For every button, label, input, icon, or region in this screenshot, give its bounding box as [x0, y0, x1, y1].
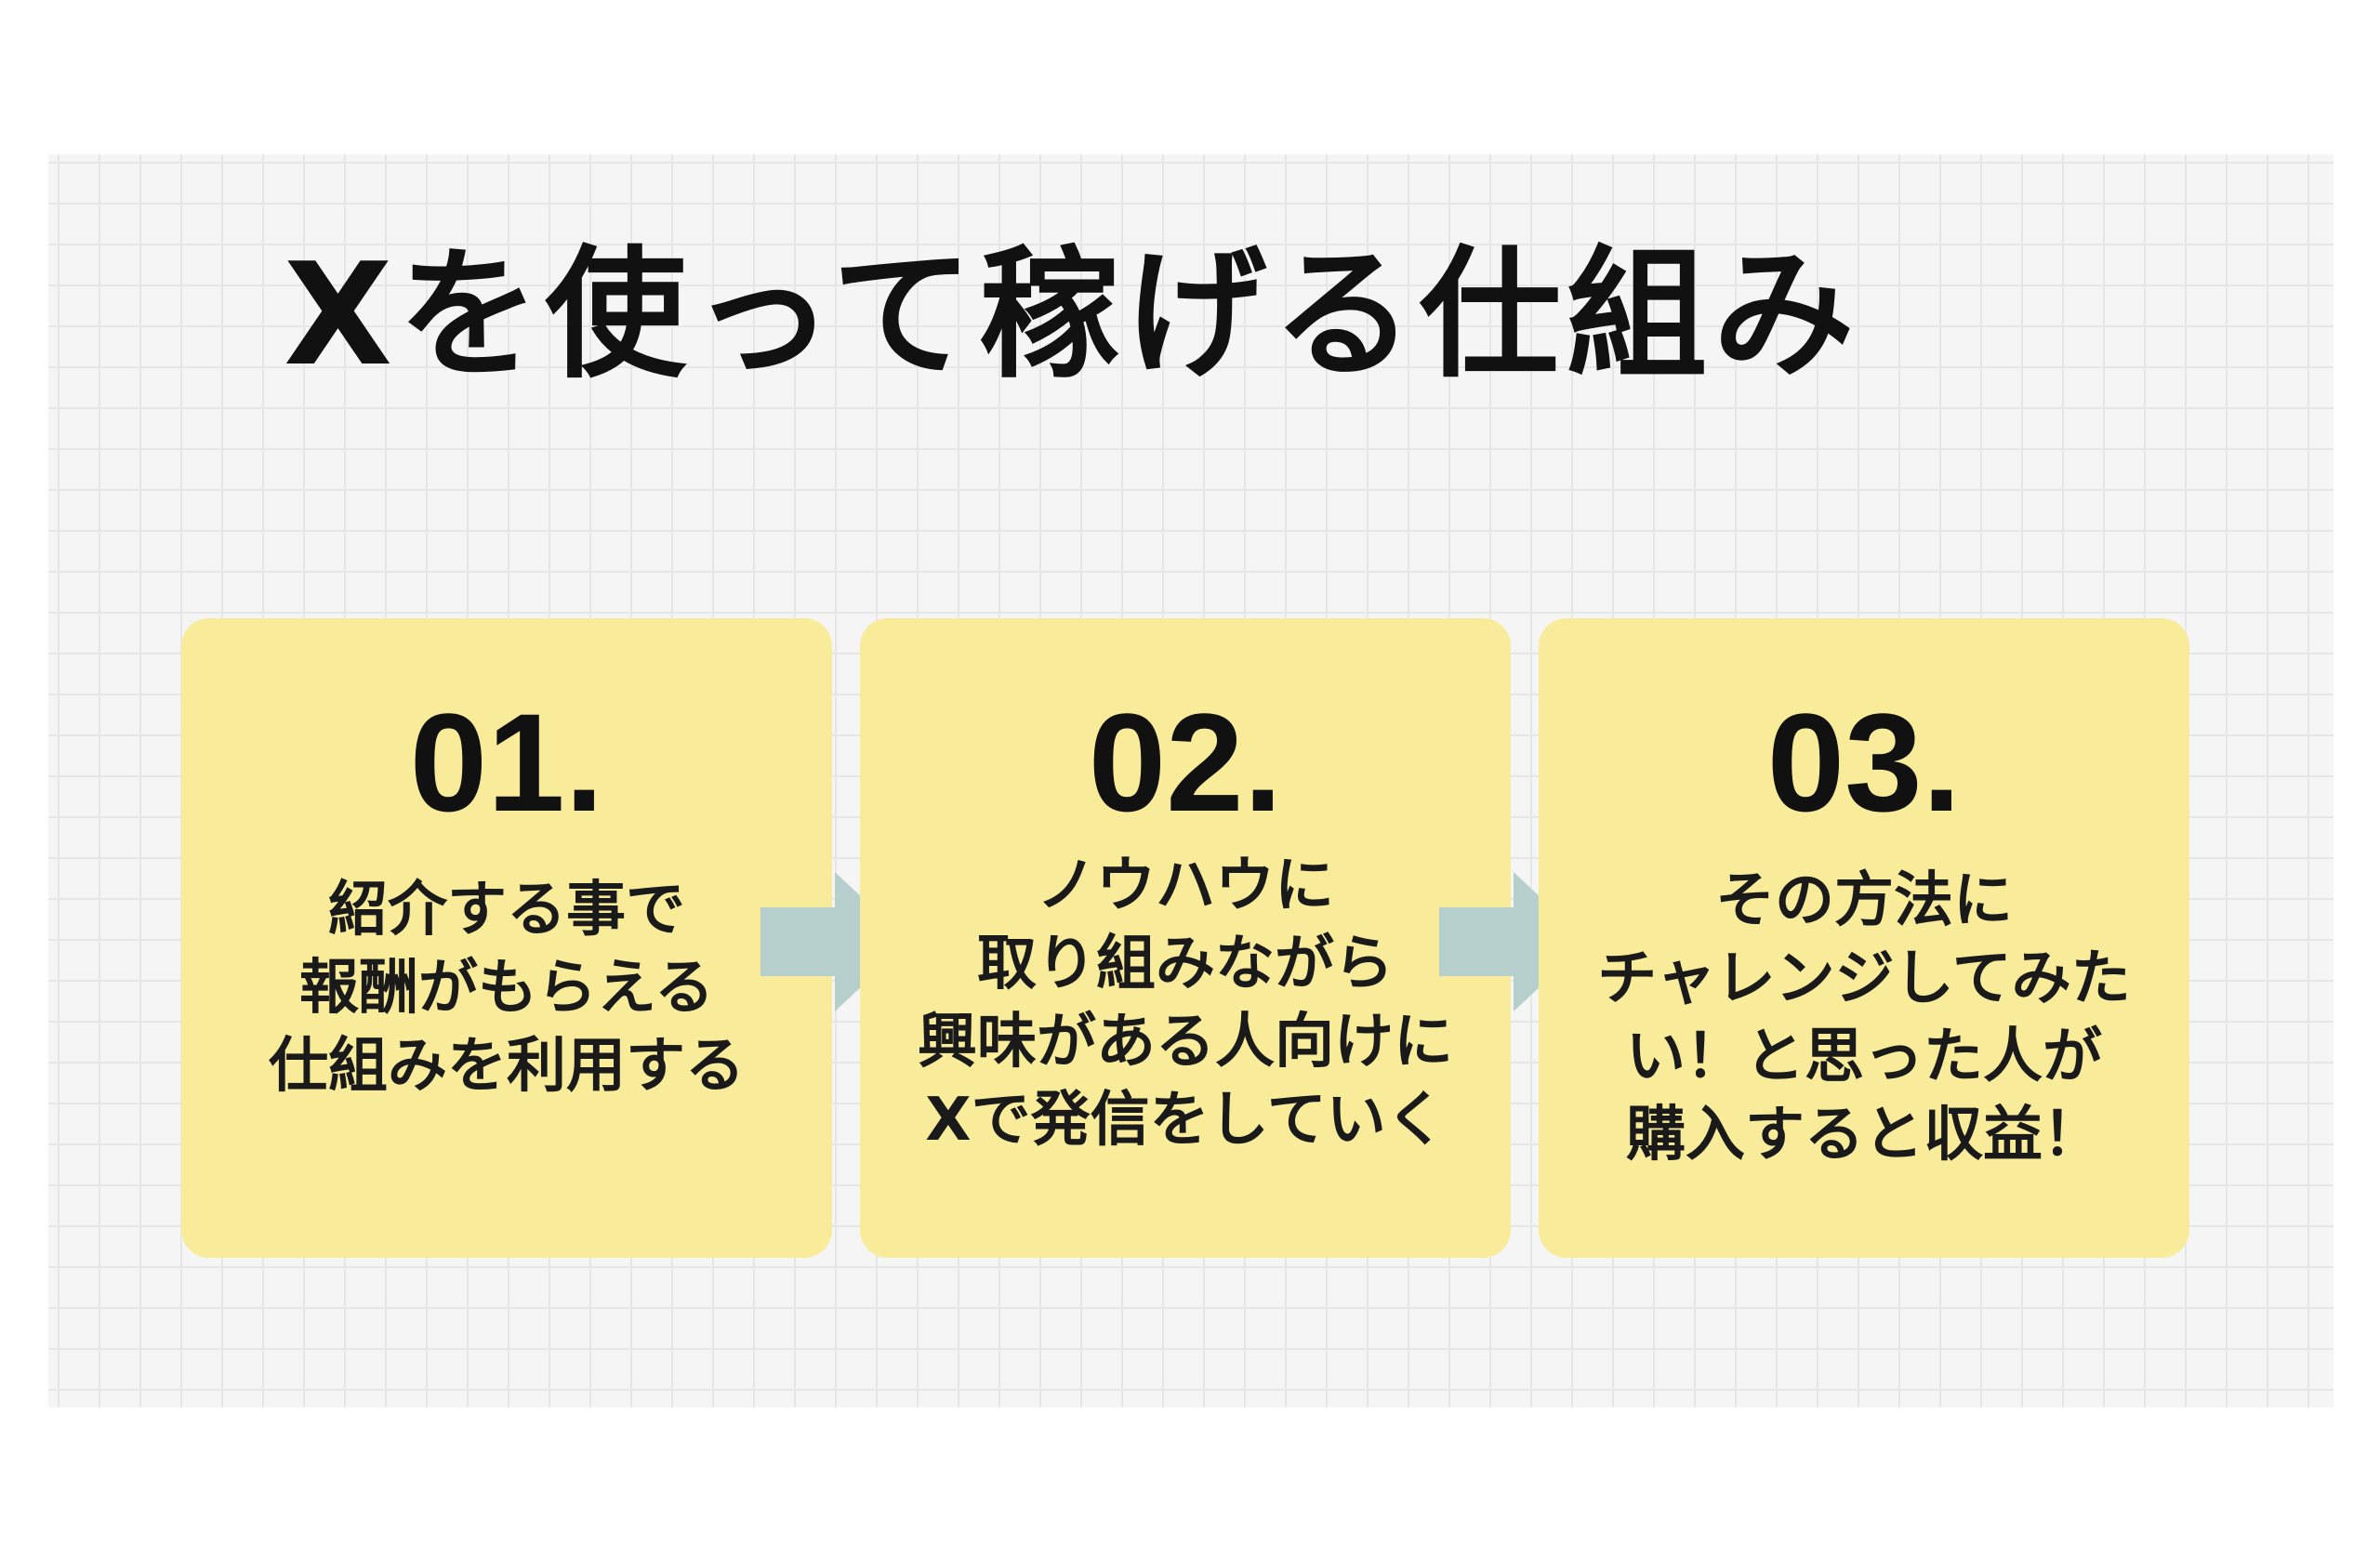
step-line: チャレンジしてみた	[1597, 945, 2131, 1013]
step-line: ノウハウに	[1037, 852, 1334, 920]
step-number: 01.	[409, 684, 604, 840]
step-line: 仕組みを利用する	[269, 1032, 745, 1101]
step-line: 興味がある人向けに	[918, 1008, 1453, 1077]
step-description: ノウハウに 取り組みながら 興味がある人向けに Xで発信をしていく	[860, 847, 1511, 1159]
step-description: 紹介する事で 報酬がもらえる 仕組みを利用する	[181, 871, 832, 1105]
step-line: その方法に	[1715, 866, 2013, 935]
step-number: 02.	[1088, 684, 1283, 840]
step-number: 03.	[1766, 684, 1962, 840]
step-line: い！と思った人が	[1626, 1023, 2102, 1091]
step-line: 報酬がもらえる	[298, 954, 715, 1023]
step-line: Xで発信をしていく	[925, 1086, 1446, 1155]
step-line: 購入すると収益！	[1626, 1101, 2102, 1169]
step-line: 取り組みながら	[977, 930, 1394, 998]
step-line: 紹介する事で	[328, 876, 685, 945]
step-card-2: 02. ノウハウに 取り組みながら 興味がある人向けに Xで発信をしていく	[860, 618, 1511, 1258]
step-description: その方法に チャレンジしてみた い！と思った人が 購入すると収益！	[1539, 862, 2189, 1174]
step-card-3: 03. その方法に チャレンジしてみた い！と思った人が 購入すると収益！	[1539, 618, 2189, 1258]
page-title: Xを使って稼げる仕組み	[284, 232, 1860, 397]
step-card-1: 01. 紹介する事で 報酬がもらえる 仕組みを利用する	[181, 618, 832, 1258]
